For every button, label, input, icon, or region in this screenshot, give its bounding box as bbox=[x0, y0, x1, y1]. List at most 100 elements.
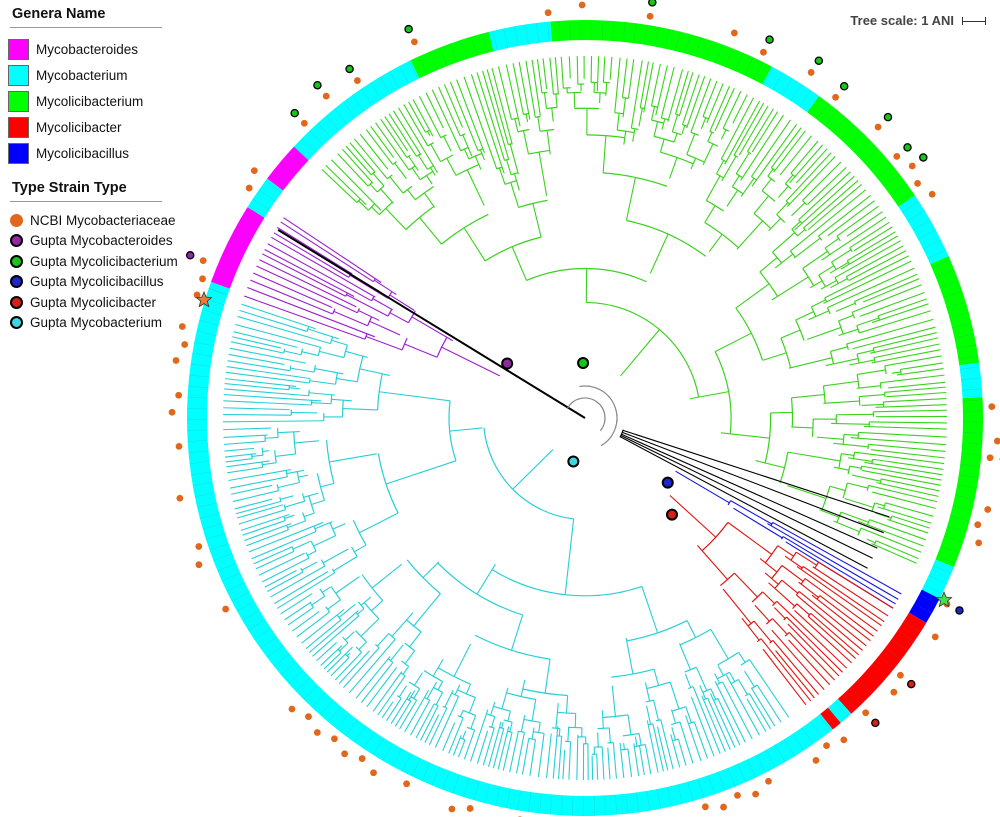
tree-branch-arc bbox=[425, 129, 430, 133]
ring-label-tick bbox=[885, 647, 902, 660]
tree-branch bbox=[701, 695, 726, 752]
tree-branch-arc bbox=[780, 337, 792, 368]
ncbi-type-dot bbox=[354, 77, 361, 84]
tree-branch-arc bbox=[540, 128, 555, 132]
tree-branch bbox=[408, 690, 416, 701]
tree-branch bbox=[244, 522, 292, 541]
tree-branch bbox=[370, 125, 395, 158]
gupta-type-dot bbox=[883, 112, 893, 122]
ncbi-type-dot bbox=[195, 543, 203, 550]
tree-branch bbox=[377, 675, 406, 716]
tree-branch bbox=[669, 681, 680, 710]
tree-branch-arc bbox=[427, 142, 435, 147]
tree-branch bbox=[537, 116, 541, 132]
tree-branch bbox=[442, 722, 456, 752]
ring-label-tick bbox=[217, 563, 237, 572]
tree-branch-arc bbox=[764, 545, 779, 564]
ring-label-tick bbox=[877, 165, 893, 179]
tree-branch bbox=[430, 143, 442, 162]
tree-branch-arc bbox=[772, 600, 778, 607]
genus-ring-segment bbox=[820, 707, 841, 730]
tree-branch bbox=[576, 735, 579, 780]
tree-branch bbox=[235, 500, 282, 515]
tree-branch bbox=[229, 347, 307, 364]
tree-branch bbox=[669, 495, 717, 538]
tree-branch-arc bbox=[285, 470, 288, 477]
color-swatch bbox=[8, 90, 29, 112]
tree-branch bbox=[643, 62, 654, 113]
tree-branch-arc bbox=[871, 459, 874, 464]
tree-branch bbox=[543, 92, 547, 109]
tree-branch bbox=[776, 202, 789, 215]
tree-branch bbox=[501, 687, 509, 709]
tree-branch bbox=[415, 703, 435, 739]
tree-branch-arc bbox=[261, 447, 264, 456]
ring-label-tick bbox=[191, 471, 211, 475]
outgroup-branch bbox=[621, 433, 878, 549]
ncbi-type-dot bbox=[760, 48, 767, 56]
ring-label-tick bbox=[818, 714, 832, 731]
tree-branch bbox=[796, 594, 863, 651]
tree-branch bbox=[536, 59, 543, 94]
tree-branch bbox=[549, 57, 554, 95]
tree-branch bbox=[394, 162, 407, 180]
ring-label-tick bbox=[924, 584, 943, 594]
tree-branch bbox=[876, 482, 939, 497]
ring-label-tick bbox=[442, 770, 450, 790]
legend-item-mycolicibacterium: Mycolicibacterium bbox=[8, 88, 248, 114]
tree-branch bbox=[247, 287, 376, 338]
tree-branch bbox=[625, 177, 636, 221]
tree-branch bbox=[228, 469, 291, 482]
tree-branch bbox=[429, 167, 436, 176]
ring-label-tick bbox=[922, 239, 941, 249]
tree-branch bbox=[807, 326, 842, 340]
tree-branch bbox=[736, 220, 763, 250]
ring-label-tick bbox=[763, 67, 774, 85]
ring-label-tick bbox=[558, 20, 561, 41]
tree-branch bbox=[690, 157, 697, 170]
tree-branch bbox=[781, 565, 804, 582]
tree-branch bbox=[224, 388, 309, 397]
tree-branch bbox=[283, 217, 382, 283]
tree-branch bbox=[875, 404, 947, 408]
ring-label-tick bbox=[409, 60, 419, 79]
tree-branch bbox=[749, 659, 790, 718]
tree-branch-arc bbox=[400, 672, 406, 677]
ring-label-tick bbox=[235, 227, 254, 238]
tree-branch bbox=[852, 326, 936, 350]
tree-branch bbox=[394, 700, 412, 727]
gupta-type-dot bbox=[955, 606, 964, 615]
ring-label-tick bbox=[194, 341, 214, 346]
tree-branch bbox=[411, 167, 421, 181]
tree-branch-arc bbox=[688, 721, 695, 725]
tree-branch bbox=[389, 294, 415, 311]
ncbi-type-dot bbox=[578, 1, 586, 9]
tree-branch bbox=[762, 352, 787, 361]
tree-branch-arc bbox=[706, 199, 725, 212]
tree-branch bbox=[231, 484, 273, 495]
ring-label-tick bbox=[431, 766, 440, 786]
tree-branch bbox=[343, 647, 380, 688]
tree-branch bbox=[808, 310, 830, 321]
ring-label-tick bbox=[657, 789, 662, 809]
tree-branch bbox=[717, 665, 724, 676]
legend-item-gupta-mycobacteroides: Gupta Mycobacteroides bbox=[8, 231, 248, 252]
tree-branch bbox=[726, 189, 739, 207]
ncbi-type-dot bbox=[250, 167, 258, 175]
tree-branch bbox=[250, 279, 333, 315]
tree-branch bbox=[224, 447, 255, 452]
tree-branch bbox=[344, 631, 355, 641]
tree-branch bbox=[233, 331, 298, 348]
tree-branch bbox=[276, 226, 353, 275]
tree-branch bbox=[389, 176, 404, 194]
tree-branch-arc bbox=[826, 307, 831, 315]
tree-branch bbox=[391, 612, 414, 637]
tree-branch bbox=[303, 512, 315, 518]
tree-branch bbox=[823, 400, 860, 404]
ring-label-tick bbox=[737, 763, 746, 783]
tree-branch bbox=[256, 265, 358, 314]
tree-branch-arc bbox=[889, 515, 893, 521]
ring-label-tick bbox=[928, 575, 947, 584]
tree-branch-arc bbox=[838, 320, 844, 335]
tree-branch bbox=[750, 687, 776, 727]
